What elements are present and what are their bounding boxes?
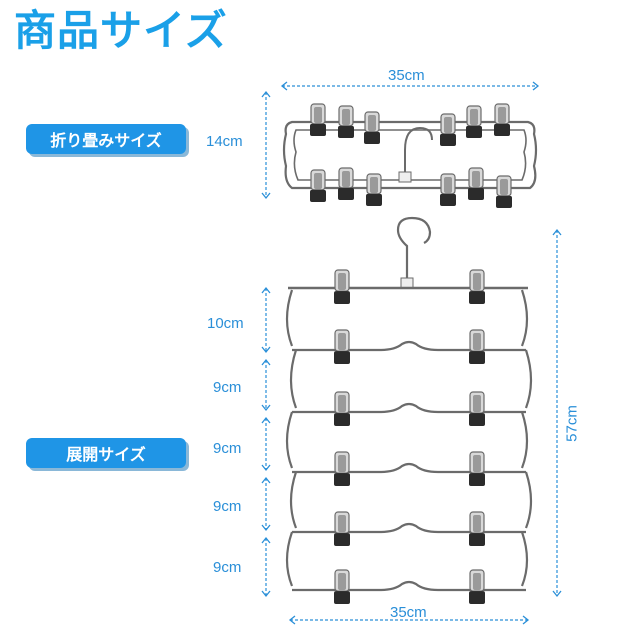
left-clip-3-spring (338, 395, 346, 412)
tier-spacing-arrow-4-head-b (261, 524, 271, 532)
unfolded-height-arrow-head-a (552, 228, 562, 236)
right-clip-3-tip (469, 413, 485, 426)
left-clip-1-spring (338, 273, 346, 290)
tier-right-side-3 (520, 411, 529, 469)
tier-right-side-4 (524, 471, 533, 529)
unfolded-width-label: 35cm (390, 604, 427, 621)
folded-clip-12-spring (500, 179, 508, 195)
tier-right-side-2 (524, 349, 533, 409)
tier-left-side-4 (289, 471, 298, 529)
folded-clip-3-spring (368, 115, 376, 131)
tier-spacing-arrow-3-head-b (261, 464, 271, 472)
folded-clip-4-spring (444, 117, 452, 133)
unfolded-hook (396, 216, 432, 282)
tier-bar-2 (292, 402, 526, 414)
tier-left-side-1 (285, 289, 294, 347)
left-clip-5-spring (338, 515, 346, 532)
folded-clip-6-tip (494, 123, 510, 136)
right-clip-5-tip (469, 533, 485, 546)
tier-right-side-1 (520, 289, 529, 347)
tier-spacing-label-1: 10cm (207, 315, 244, 332)
left-clip-3-tip (334, 413, 350, 426)
right-clip-6-tip (469, 591, 485, 604)
tier-left-side-2 (289, 349, 298, 409)
folded-clip-10-spring (444, 177, 452, 193)
tier-bar-5 (292, 580, 526, 592)
tier-spacing-arrow-3-head-a (261, 416, 271, 424)
tier-spacing-label-3: 9cm (213, 440, 242, 457)
right-clip-4-spring (473, 455, 481, 472)
tier-spacing-arrow-5-head-a (261, 536, 271, 544)
folded-frame-inner (293, 129, 527, 181)
folded-width-label: 35cm (388, 67, 425, 84)
page-title: 商品サイズ (14, 6, 228, 55)
folded-width-arrow-head-a (280, 81, 288, 91)
folded-clip-2-tip (338, 125, 354, 138)
folded-clip-5-spring (470, 109, 478, 125)
tier-bar-1 (292, 340, 526, 352)
left-clip-2-spring (338, 333, 346, 350)
tier-spacing-arrow-1-head-a (261, 286, 271, 294)
tier-spacing-arrow-1-head-b (261, 346, 271, 354)
tier-spacing-arrow-5-head-b (261, 590, 271, 598)
left-clip-4-tip (334, 473, 350, 486)
right-clip-5-spring (473, 515, 481, 532)
right-clip-4-tip (469, 473, 485, 486)
folded-height-arrow-head-a (261, 90, 271, 98)
tier-spacing-label-2: 9cm (213, 379, 242, 396)
left-clip-6-spring (338, 573, 346, 590)
folded-clip-9-tip (366, 193, 382, 206)
folded-clip-6-spring (498, 107, 506, 123)
folded-clip-2-spring (342, 109, 350, 125)
tier-spacing-label-5: 9cm (213, 559, 242, 576)
tier-left-side-3 (285, 411, 294, 469)
folded-hook-clamp (398, 171, 412, 183)
folded-width-arrow-head-b (532, 81, 540, 91)
right-clip-3-spring (473, 395, 481, 412)
folded-clip-4-tip (440, 133, 456, 146)
tier-bar-4 (292, 522, 526, 534)
left-clip-1-tip (334, 291, 350, 304)
right-clip-2-tip (469, 351, 485, 364)
right-clip-6-spring (473, 573, 481, 590)
folded-clip-7-tip (310, 189, 326, 202)
tier-right-side-5 (520, 531, 529, 587)
folded-clip-10-tip (440, 193, 456, 206)
folded-clip-8-spring (342, 171, 350, 187)
folded-height-label: 14cm (206, 133, 243, 150)
right-clip-1-tip (469, 291, 485, 304)
unfolded-height-arrow-head-b (552, 590, 562, 598)
folded-clip-11-tip (468, 187, 484, 200)
left-clip-4-spring (338, 455, 346, 472)
left-clip-2-tip (334, 351, 350, 364)
folded-clip-5-tip (466, 125, 482, 138)
folded-clip-11-spring (472, 171, 480, 187)
unfolded-size-badge: 展開サイズ (26, 438, 186, 468)
unfolded-width-arrow-head-b (522, 615, 530, 625)
tier-left-side-5 (285, 531, 294, 587)
right-clip-2-spring (473, 333, 481, 350)
tier-bar-3 (292, 462, 526, 474)
folded-clip-7-spring (314, 173, 322, 189)
folded-frame (282, 120, 538, 190)
folded-clip-1-tip (310, 123, 326, 136)
unfolded-hook-clamp (400, 277, 414, 289)
folded-clip-8-tip (338, 187, 354, 200)
folded-size-badge: 折り畳みサイズ (26, 124, 186, 154)
tier-spacing-arrow-2-head-a (261, 358, 271, 366)
tier-spacing-arrow-2-head-b (261, 404, 271, 412)
left-clip-6-tip (334, 591, 350, 604)
tier-spacing-label-4: 9cm (213, 498, 242, 515)
folded-clip-1-spring (314, 107, 322, 123)
left-clip-5-tip (334, 533, 350, 546)
tier-spacing-arrow-4-head-a (261, 476, 271, 484)
folded-clip-3-tip (364, 131, 380, 144)
right-clip-1-spring (473, 273, 481, 290)
folded-hook (404, 126, 433, 176)
folded-height-arrow-head-b (261, 192, 271, 200)
folded-clip-12-tip (496, 195, 512, 208)
folded-clip-9-spring (370, 177, 378, 193)
unfolded-width-arrow-head-a (288, 615, 296, 625)
